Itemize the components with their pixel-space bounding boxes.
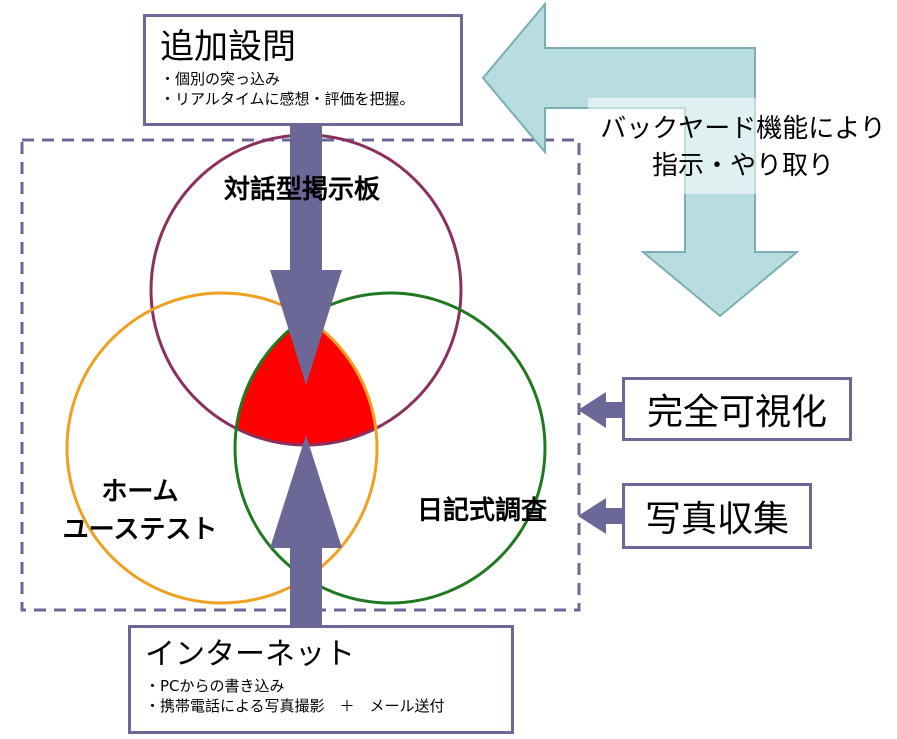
photo-box: 写真収集 xyxy=(622,483,812,549)
left-circle-label-line2: ユーステスト xyxy=(63,515,218,545)
visualize-box-label: 完全可視化 xyxy=(646,392,827,433)
top-circle-label: 対話型掲示板 xyxy=(224,174,380,205)
top-box-line-2: ・リアルタイムに感想・評価を把握。 xyxy=(160,89,415,108)
backyard-label-line2: 指示・やり取り xyxy=(652,151,834,181)
bottom-box-line-2: ・携帯電話による写真撮影 ＋ メール送付 xyxy=(145,696,445,715)
bottom-box-title: インターネット xyxy=(145,637,355,672)
top-box: 追加設問 ・個別の突っ込み ・リアルタイムに感想・評価を把握。 xyxy=(143,14,463,126)
bottom-box-line-1: ・PCからの書き込み xyxy=(145,677,285,695)
visualize-box: 完全可視化 xyxy=(622,377,852,441)
photo-box-label: 写真収集 xyxy=(644,499,789,540)
top-box-line-1: ・個別の突っ込み xyxy=(160,70,281,89)
backyard-label-line1: バックヤード機能により xyxy=(600,114,885,144)
photo-arrow xyxy=(578,498,624,534)
right-circle-label: 日記式調査 xyxy=(417,495,547,526)
backyard-arrow xyxy=(481,1,800,318)
visualize-arrow xyxy=(578,392,624,428)
down-arrow xyxy=(270,126,342,385)
up-arrow xyxy=(270,435,342,630)
right-circle xyxy=(233,291,547,605)
backyard-label-backdrop xyxy=(588,98,858,194)
left-circle-label-line1: ホーム xyxy=(101,477,178,507)
top-box-title: 追加設問 xyxy=(160,27,296,67)
bottom-box: インターネット ・PCからの書き込み ・携帯電話による写真撮影 ＋ メール送付 xyxy=(128,625,514,734)
left-circle xyxy=(65,291,379,605)
